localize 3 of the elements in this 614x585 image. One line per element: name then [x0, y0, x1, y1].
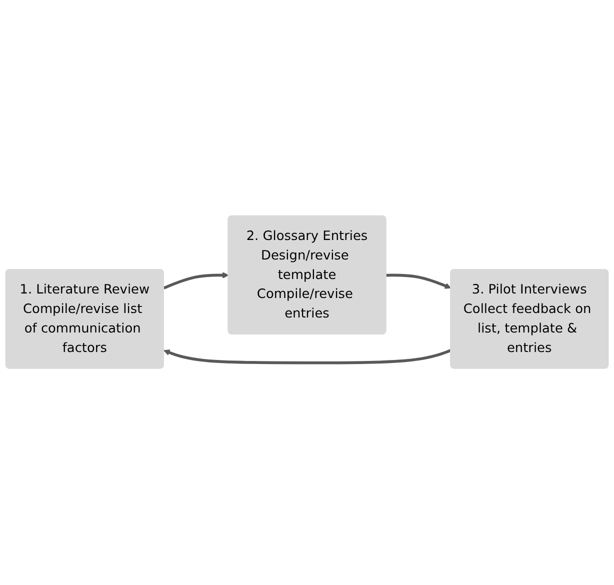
arrow — [386, 274, 452, 290]
arrow — [163, 272, 229, 290]
arrow — [164, 350, 452, 365]
